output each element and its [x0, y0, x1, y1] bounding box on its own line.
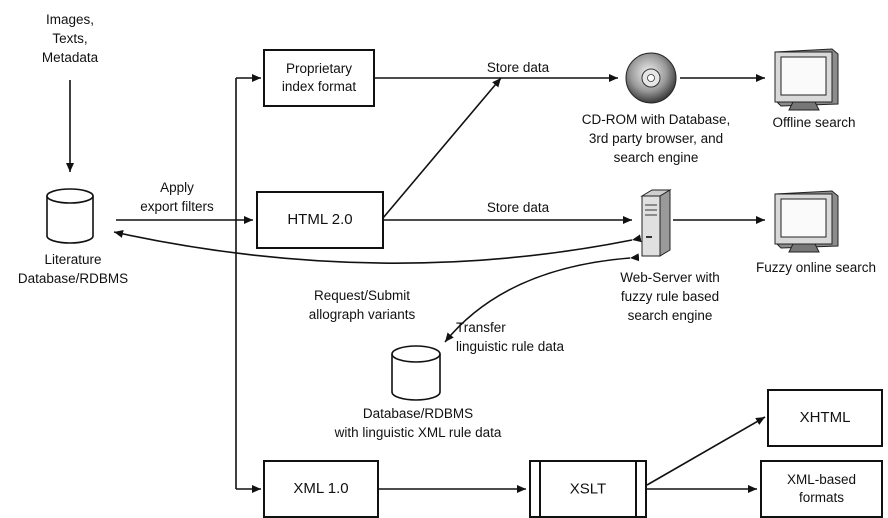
xml-formats-box: XML-based formats: [760, 460, 883, 518]
fuzzy-online-search-label: Fuzzy online search: [755, 260, 877, 275]
literature-database-icon: [46, 188, 94, 244]
offline-monitor-icon: [774, 48, 839, 111]
request-submit-label: Request/Submit allograph variants: [308, 288, 416, 322]
edge-xslt-to-xhtml: [646, 416, 766, 486]
linguistic-database-icon: [391, 345, 441, 401]
inputs-label: Images, Texts, Metadata: [41, 12, 99, 65]
offline-search-label: Offline search: [772, 115, 856, 130]
cd-rom-icon: [625, 52, 677, 104]
store-data-mid-label: Store data: [486, 200, 550, 215]
edge-transfer: [444, 253, 640, 343]
transfer-label: Transfer linguistic rule data: [456, 320, 565, 354]
online-monitor-icon: [774, 190, 839, 253]
xhtml-box: XHTML: [767, 389, 883, 447]
web-server-label: Web-Server with fuzzy rule based search …: [620, 270, 720, 323]
web-server-icon: [640, 189, 672, 257]
cd-rom-label: CD-ROM with Database, 3rd party browser,…: [581, 112, 731, 165]
xslt-box: XSLT: [529, 460, 647, 518]
linguistic-database-label: Database/RDBMS with linguistic XML rule …: [334, 406, 502, 440]
xslt-label: XSLT: [569, 480, 607, 498]
edge-html-to-storetop: [382, 77, 502, 219]
proprietary-index-box: Proprietary index format: [263, 49, 375, 107]
html-box: HTML 2.0: [256, 191, 384, 249]
literature-database-label: Literature Database/RDBMS: [17, 252, 129, 286]
store-data-top-label: Store data: [486, 60, 550, 75]
xml-box: XML 1.0: [263, 460, 379, 518]
edge-request-submit: [113, 230, 642, 264]
export-filters-label: Apply export filters: [140, 180, 214, 214]
